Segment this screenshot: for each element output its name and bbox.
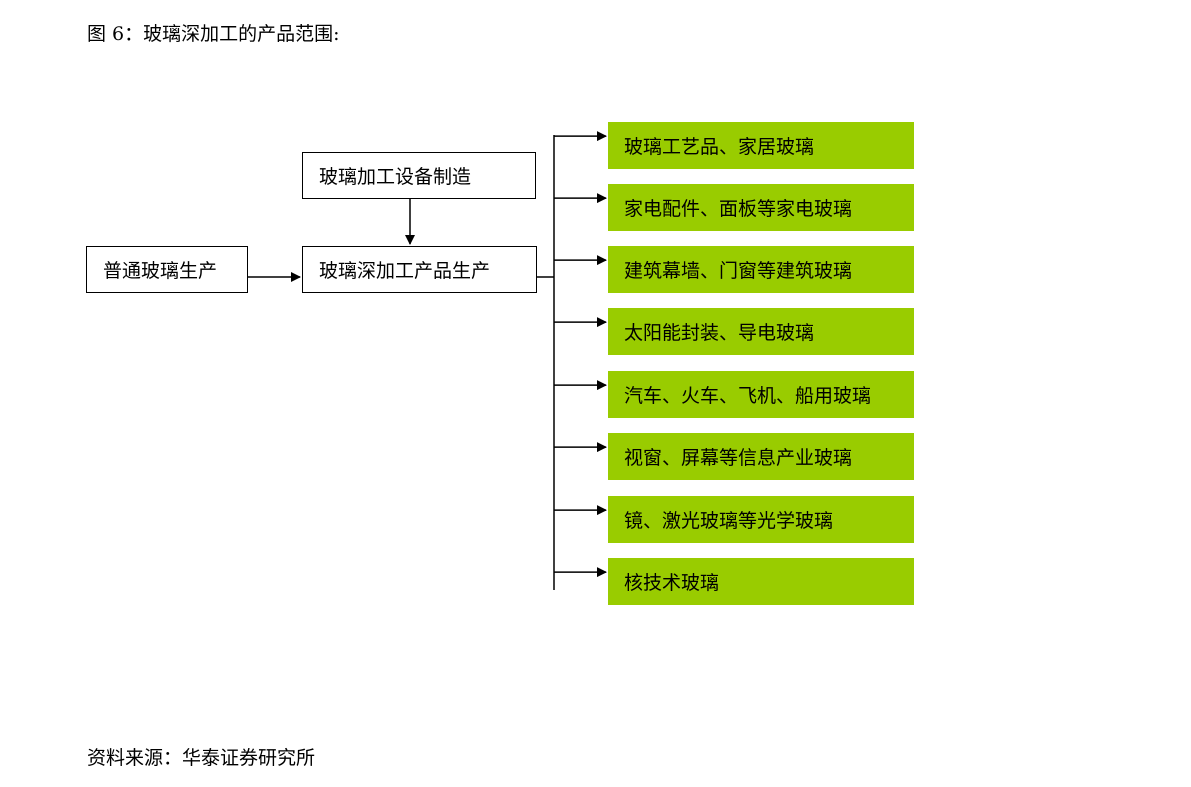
product-label: 家电配件、面板等家电玻璃 (624, 198, 853, 220)
product-box: 核技术玻璃 (608, 558, 914, 605)
node-deep-processing: 玻璃深加工产品生产 (302, 246, 537, 293)
product-box: 玻璃工艺品、家居玻璃 (608, 122, 914, 169)
product-box: 家电配件、面板等家电玻璃 (608, 184, 914, 231)
product-box: 视窗、屏幕等信息产业玻璃 (608, 433, 914, 480)
node-deep-processing-label: 玻璃深加工产品生产 (319, 260, 491, 282)
product-label: 核技术玻璃 (624, 572, 720, 594)
product-label: 视窗、屏幕等信息产业玻璃 (624, 447, 853, 469)
node-raw-glass-label: 普通玻璃生产 (103, 260, 218, 282)
source-note: 资料来源：华泰证券研究所 (87, 747, 316, 769)
product-label: 太阳能封装、导电玻璃 (624, 322, 815, 344)
figure-title: 图 6：玻璃深加工的产品范围: (87, 23, 340, 45)
node-raw-glass: 普通玻璃生产 (86, 246, 248, 293)
product-branches (554, 131, 607, 578)
product-label: 建筑幕墙、门窗等建筑玻璃 (624, 260, 853, 282)
node-equipment-label: 玻璃加工设备制造 (319, 166, 472, 188)
product-label: 玻璃工艺品、家居玻璃 (624, 136, 815, 158)
product-box: 建筑幕墙、门窗等建筑玻璃 (608, 246, 914, 293)
product-label: 镜、激光玻璃等光学玻璃 (624, 510, 834, 532)
node-equipment: 玻璃加工设备制造 (302, 152, 536, 199)
product-label: 汽车、火车、飞机、船用玻璃 (624, 385, 872, 407)
product-box: 太阳能封装、导电玻璃 (608, 308, 914, 355)
product-box: 汽车、火车、飞机、船用玻璃 (608, 371, 914, 418)
product-box: 镜、激光玻璃等光学玻璃 (608, 496, 914, 543)
